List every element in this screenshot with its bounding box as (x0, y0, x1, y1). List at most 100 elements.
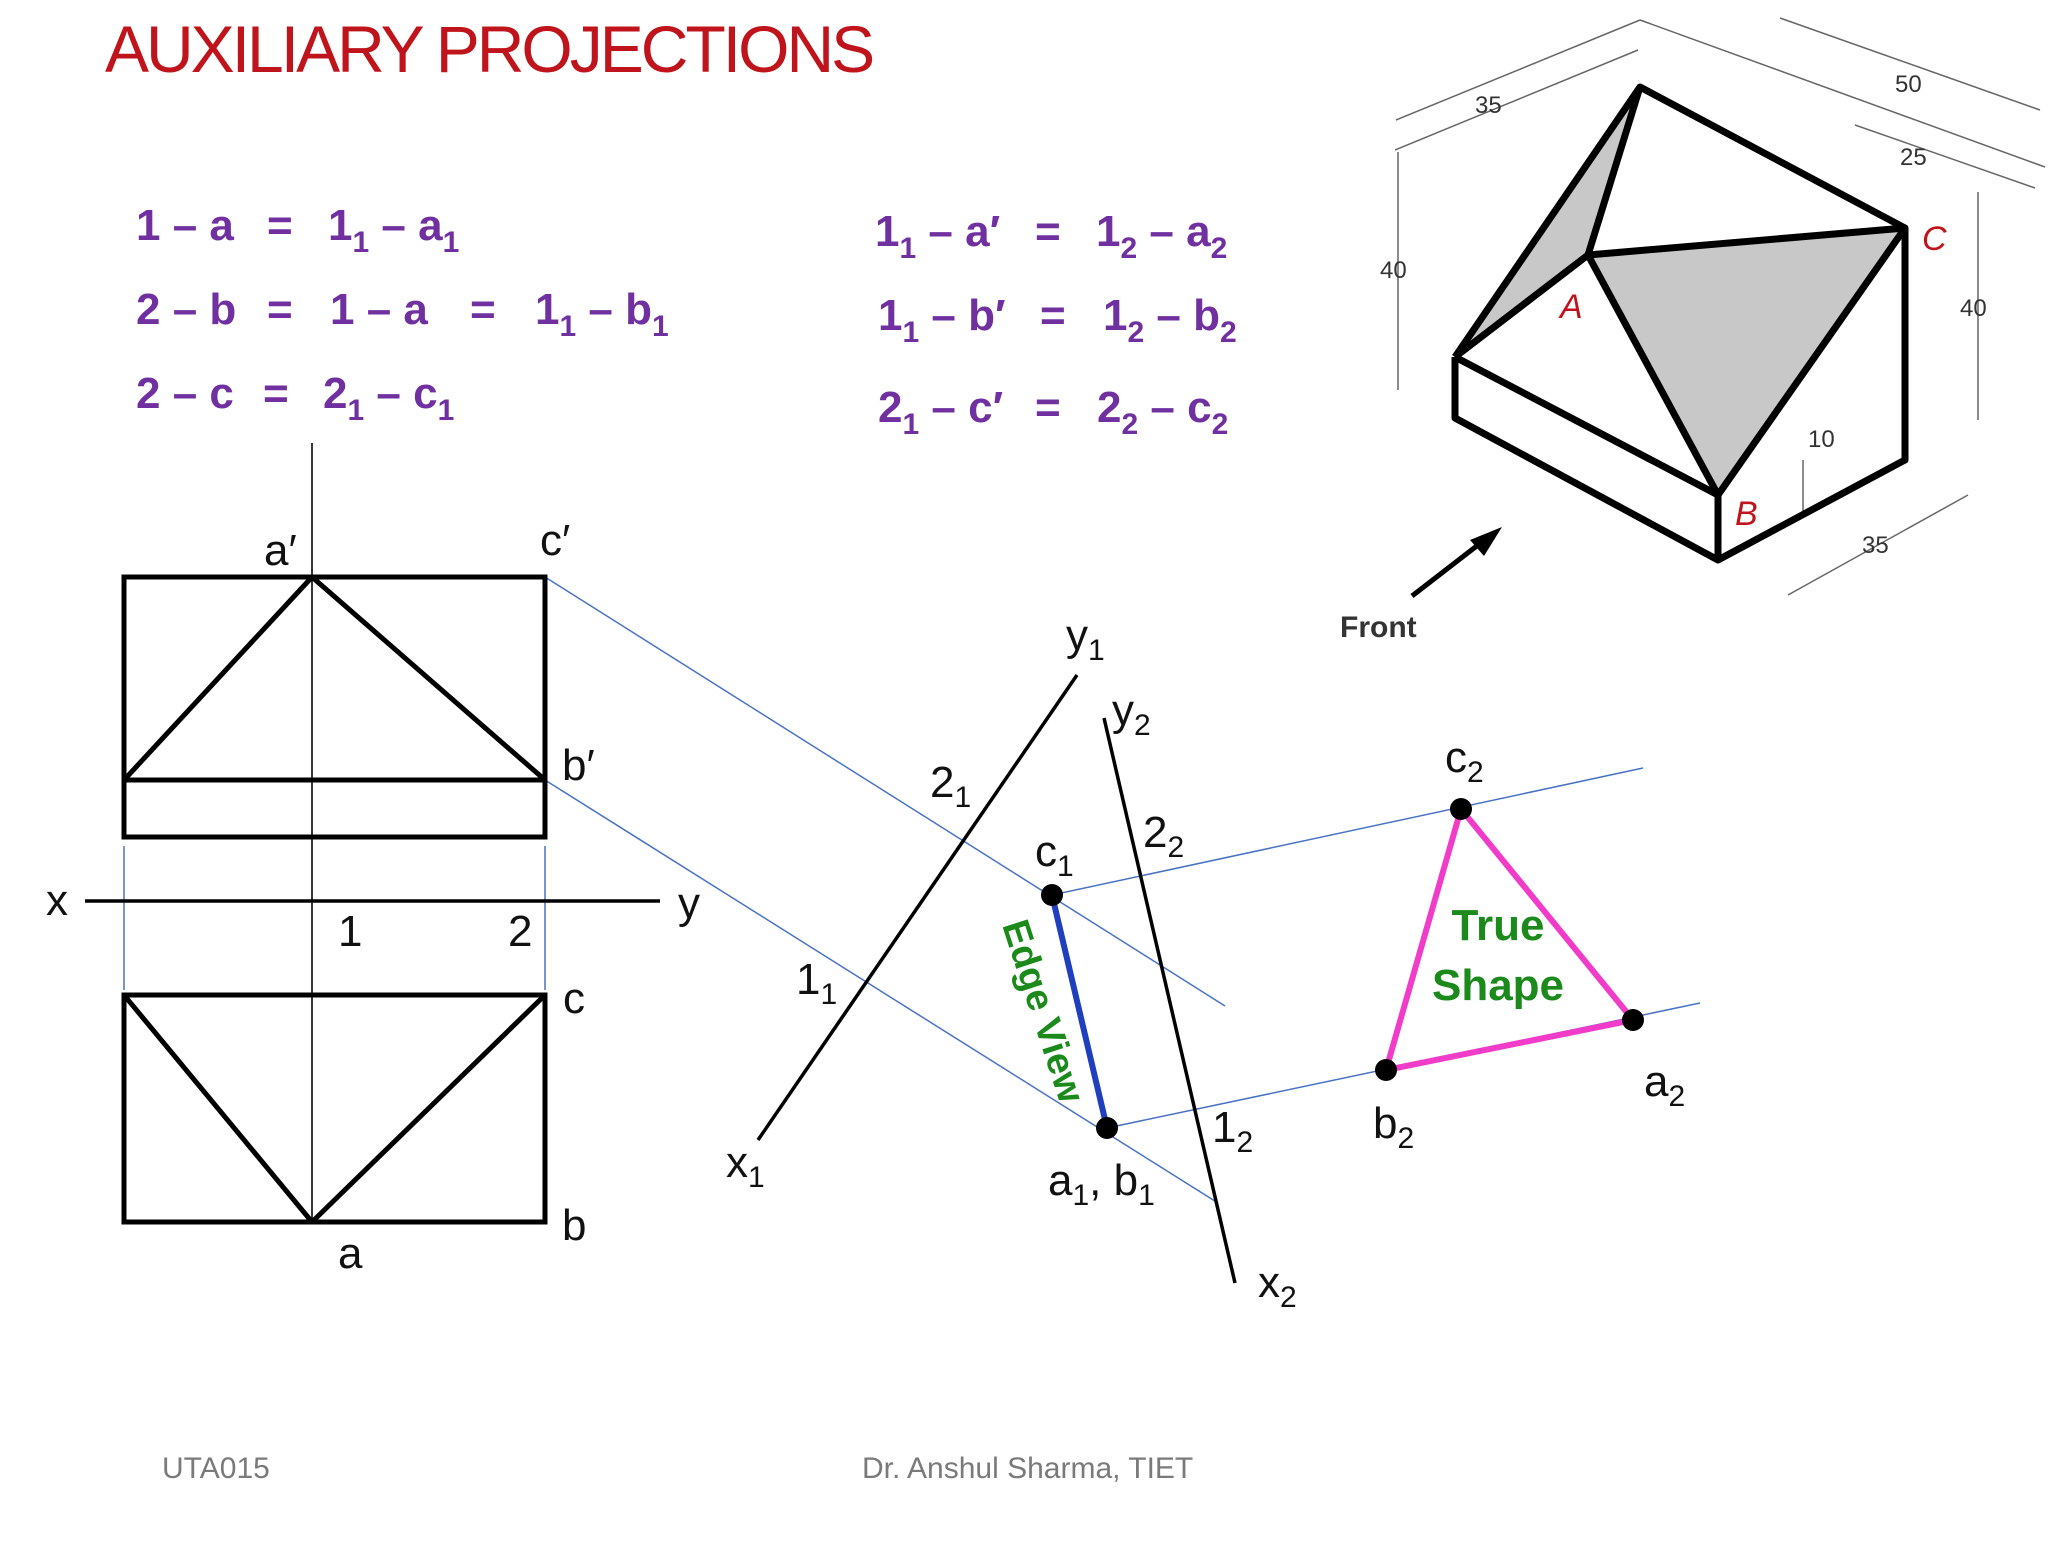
front-label: Front (1340, 611, 1417, 644)
label-a1-b1: a1, b1 (1048, 1156, 1155, 1212)
label-2-1: 21 (930, 758, 971, 814)
eq-left-3-lhs: 2 – c (136, 369, 234, 418)
front-view-outline (121, 574, 548, 840)
eq-right-3-rhs: 22 – c2 (1097, 383, 1228, 441)
eq-right-3-lhs: 21 – c′ (878, 383, 1003, 441)
iso-label-C: C (1922, 220, 1947, 258)
true-shape-triangle (1383, 806, 1636, 1073)
eq-right-3-equals: = (1035, 383, 1061, 432)
dim-label-35-top: 35 (1475, 92, 1502, 119)
dim-label-10: 10 (1808, 426, 1835, 453)
dim-line-35-bottom (1787, 494, 1969, 596)
label-1-2: 12 (1212, 1103, 1253, 1159)
dim-line-50 (1779, 17, 2041, 111)
isometric-dimension-lines (1394, 17, 2046, 596)
front-view-left-slope (122, 575, 314, 782)
isometric-edge-a-c (1587, 224, 1906, 259)
top-view-right-diagonal (310, 993, 547, 1224)
x1y1-reference-line (756, 674, 1079, 1141)
label-x1: x1 (726, 1138, 765, 1194)
label-c-prime: c′ (540, 516, 570, 565)
point-b2 (1375, 1059, 1397, 1081)
eq-left-3-equals: = (263, 369, 289, 418)
point-c1 (1041, 884, 1063, 906)
eq-left-2-equals-a: = (267, 285, 293, 334)
isometric-object-edges (1451, 83, 1909, 564)
eq-right-2-lhs: 11 – b′ (878, 291, 1006, 349)
label-2-2: 22 (1143, 808, 1184, 864)
footer-author: Dr. Anshul Sharma, TIET (862, 1452, 1193, 1485)
dim-label-40-left: 40 (1380, 257, 1407, 284)
eq-right-1-rhs: 12 – a2 (1096, 207, 1227, 265)
dim-label-40-right: 40 (1960, 295, 1987, 322)
isometric-edge-a-apex (1584, 85, 1644, 257)
footer-course-code: UTA015 (162, 1452, 270, 1485)
true-shape-label-line2: Shape (1432, 961, 1564, 1010)
isometric-edge-b-a (1584, 253, 1722, 497)
front-view-right-slope (310, 575, 547, 782)
front-arrow-head-icon (1470, 527, 1502, 556)
label-b-prime: b′ (562, 741, 595, 790)
iso-label-A: A (1558, 288, 1583, 326)
point-c2 (1450, 798, 1472, 820)
label-x: x (46, 876, 68, 925)
iso-label-B: B (1735, 495, 1758, 533)
eq-left-3-rhs: 21 – c1 (323, 369, 454, 427)
dim-line-35-top-ext1 (1395, 19, 1641, 121)
dim-line-50-ext (1639, 19, 2046, 168)
dim-label-35-bottom: 35 (1862, 532, 1889, 559)
top-view (121, 992, 548, 1225)
dim-label-25: 25 (1900, 144, 1927, 171)
isometric-edge-a-left (1452, 252, 1591, 360)
equations-right: 11 – a′ = 12 – a2 11 – b′ = 12 – b2 21 –… (875, 207, 1237, 441)
eq-right-2-equals: = (1040, 291, 1066, 340)
dim-line-35-top (1394, 49, 1639, 151)
label-c2: c2 (1445, 733, 1484, 789)
eq-left-2-mid: 1 – a (330, 285, 428, 334)
projector-c-prime (544, 576, 1226, 1007)
isometric-edge-b-c (1715, 225, 1908, 498)
eq-left-2-equals-b: = (470, 285, 496, 334)
edge-view-line (1049, 894, 1110, 1129)
true-shape-label-line1: True (1452, 901, 1545, 950)
label-b: b (562, 1201, 586, 1250)
x2y2-reference-line (1102, 717, 1237, 1284)
label-c: c (563, 974, 585, 1023)
label-c1: c1 (1035, 827, 1074, 883)
label-y1: y1 (1066, 611, 1105, 667)
label-b2: b2 (1373, 1099, 1414, 1155)
label-a: a (338, 1229, 363, 1278)
front-view (121, 574, 548, 840)
label-y: y (678, 879, 700, 928)
projector-c1 (1051, 767, 1644, 896)
point-a2 (1622, 1009, 1644, 1031)
dim-label-50: 50 (1895, 71, 1922, 98)
label-point-2: 2 (508, 907, 532, 956)
label-y2: y2 (1112, 686, 1151, 742)
eq-left-2-rhs: 11 – b1 (535, 285, 669, 343)
label-a-prime: a′ (264, 526, 297, 575)
isometric-view: 35 50 25 40 40 10 35 A B C Front (1340, 17, 2046, 644)
projector-b-prime (544, 779, 1219, 1204)
eq-left-1-equals: = (267, 201, 293, 250)
eq-left-1-rhs: 11 – a1 (328, 201, 459, 259)
eq-right-1-lhs: 11 – a′ (875, 207, 1000, 265)
isometric-edge-base-top (1453, 353, 1720, 499)
page-title: AUXILIARY PROJECTIONS (105, 12, 872, 86)
equations-left: 1 – a = 11 – a1 2 – b = 1 – a = 11 – b1 … (136, 201, 669, 427)
eq-left-1-lhs: 1 – a (136, 201, 234, 250)
front-arrow-shaft (1410, 543, 1480, 598)
label-1-1: 11 (796, 955, 837, 1011)
top-view-left-diagonal (122, 993, 314, 1224)
label-x2: x2 (1258, 1258, 1297, 1314)
point-a1-b1 (1096, 1117, 1118, 1139)
eq-right-1-equals: = (1035, 207, 1061, 256)
isometric-shaded-face-right (1588, 228, 1905, 495)
dim-line-25 (1854, 124, 2036, 189)
top-view-outline (121, 992, 548, 1225)
eq-left-2-lhs: 2 – b (136, 285, 236, 334)
label-point-1: 1 (338, 907, 362, 956)
eq-right-2-rhs: 12 – b2 (1103, 291, 1237, 349)
